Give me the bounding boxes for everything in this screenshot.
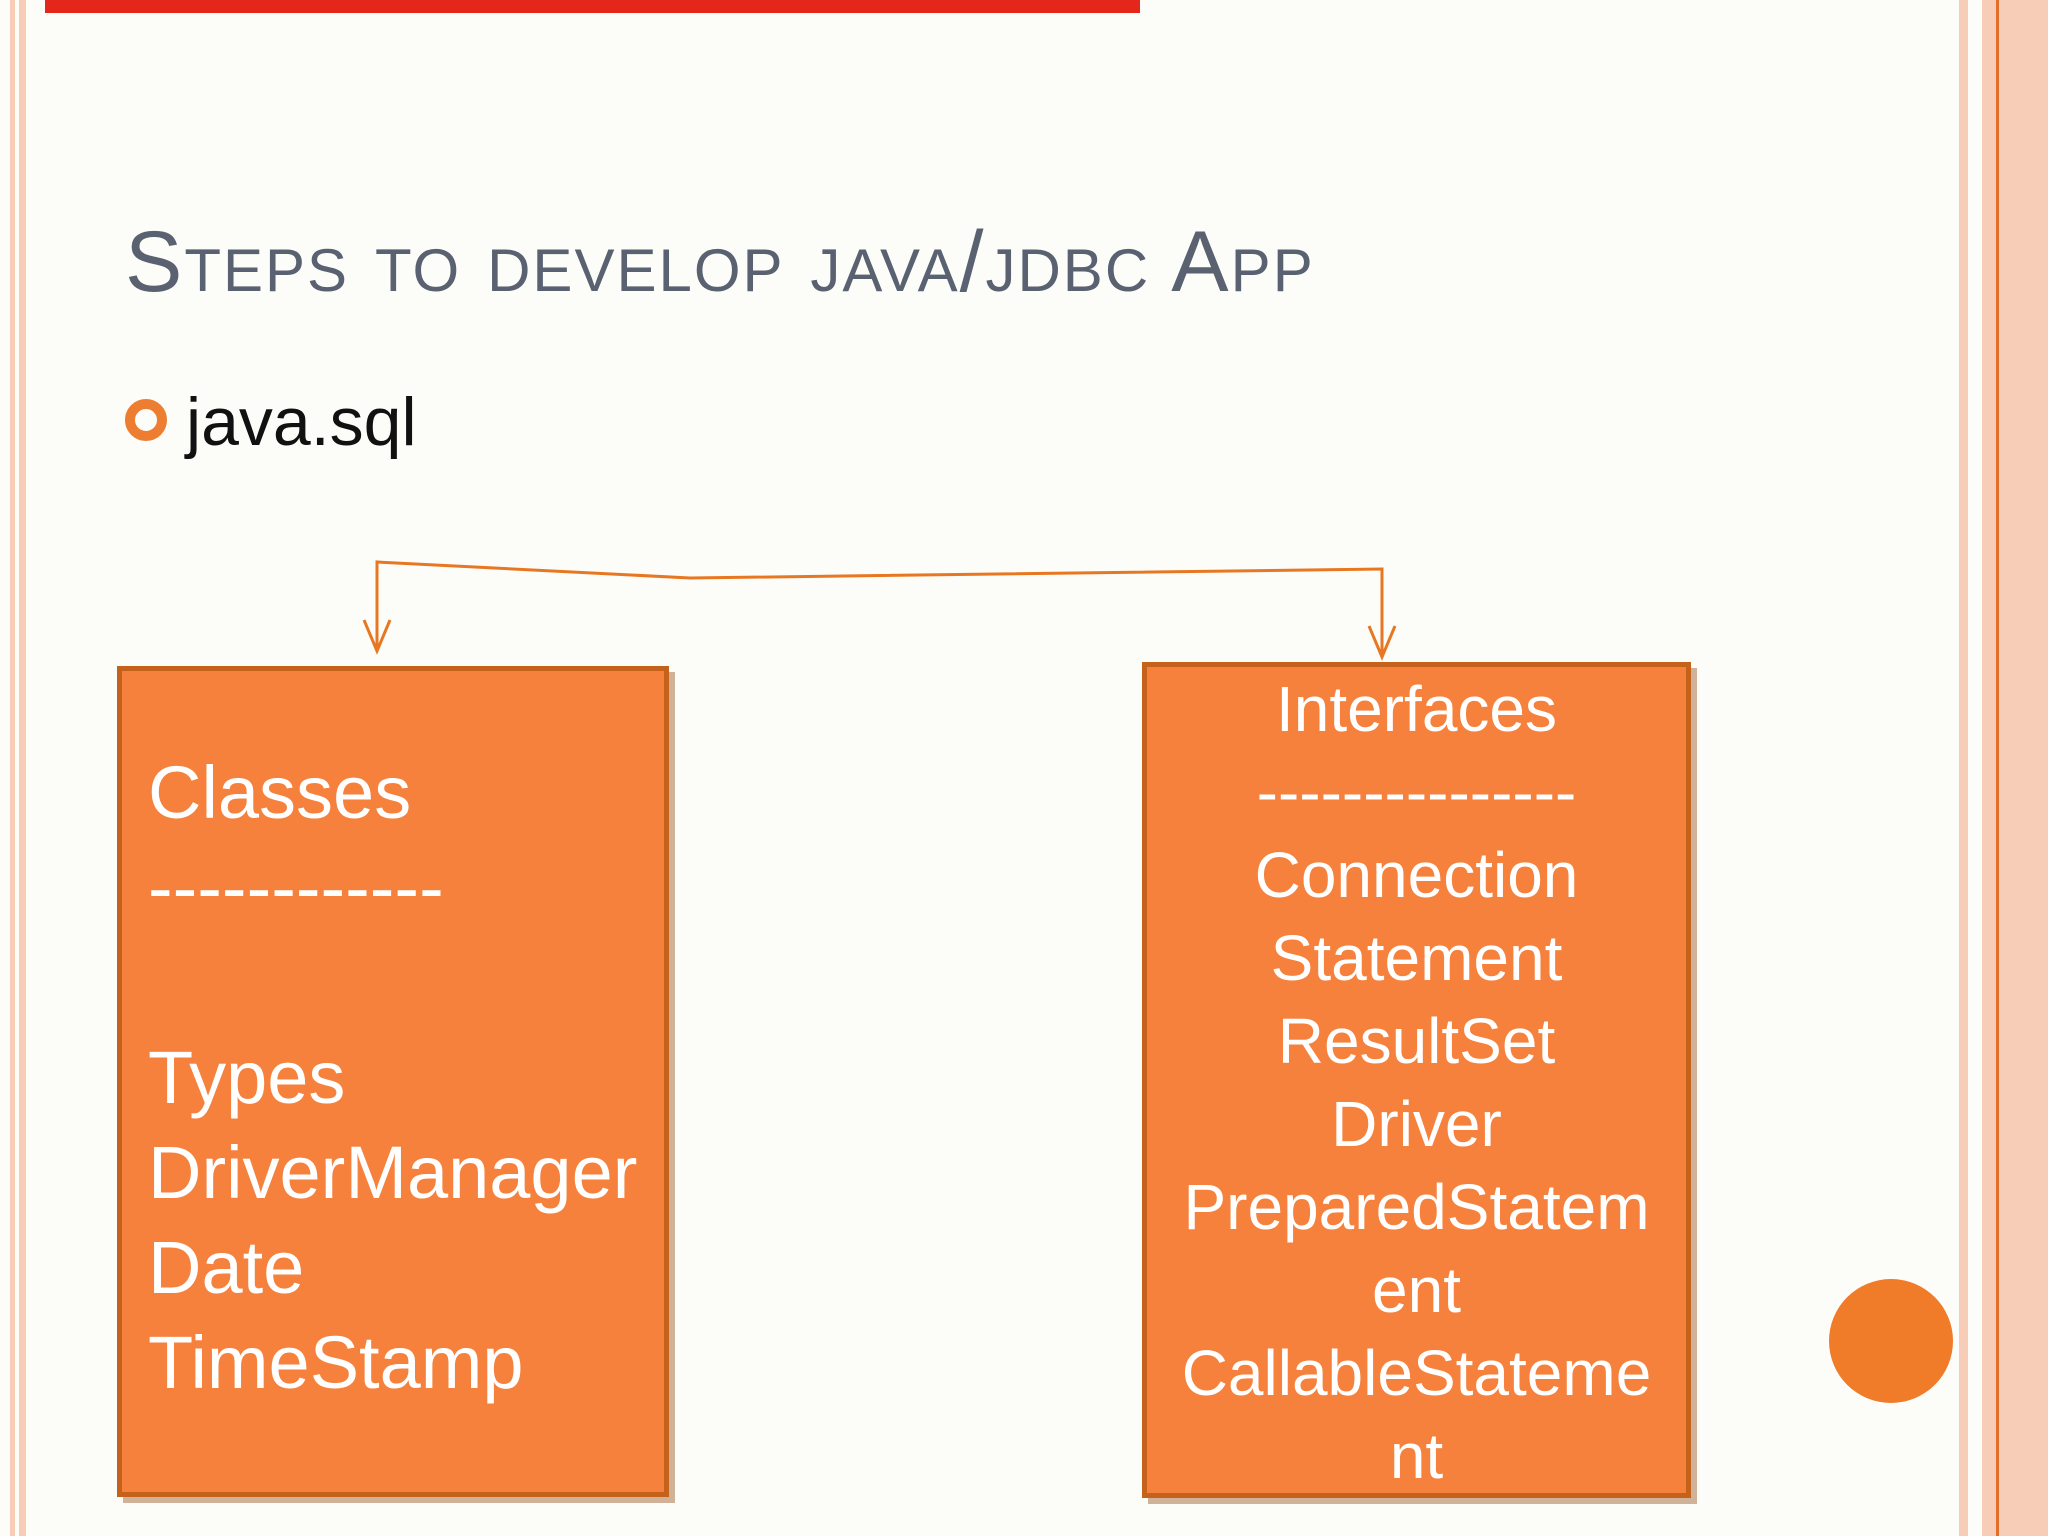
box-line: --------------- xyxy=(1256,756,1577,828)
bullet-circle-icon xyxy=(125,399,167,441)
box-line: Driver xyxy=(1331,1088,1502,1160)
top-red-bar xyxy=(45,0,1140,13)
accent-circle xyxy=(1829,1279,1953,1403)
box-line: Date xyxy=(148,1226,305,1309)
box-line: ResultSet xyxy=(1277,1005,1556,1077)
box-line: ------------ xyxy=(148,846,444,929)
box-line: Statement xyxy=(1270,922,1563,994)
box-line: Classes xyxy=(148,751,412,834)
bullet-text: java.sql xyxy=(186,384,417,460)
right-border-band xyxy=(1999,0,2048,1536)
box-line: CallableStateme xyxy=(1181,1337,1652,1409)
left-border-stripe-outer xyxy=(10,0,15,1536)
box-line: Connection xyxy=(1254,839,1579,911)
slide-title: Steps to develop java/jdbc App xyxy=(125,214,1315,310)
box-line xyxy=(148,935,664,1030)
box-line: ent xyxy=(1372,1254,1461,1326)
box-line: DriverManager xyxy=(148,1131,638,1214)
box-line: TimeStamp xyxy=(148,1321,524,1404)
right-border-accent-line xyxy=(1996,0,1999,1536)
box-line: Types xyxy=(148,1036,346,1119)
box-line: nt xyxy=(1389,1420,1444,1492)
box-line: PreparedStatem xyxy=(1183,1171,1650,1243)
right-border-stripe-mid xyxy=(1982,0,1996,1536)
box-line: Interfaces xyxy=(1275,673,1558,745)
right-border-stripe-inner xyxy=(1959,0,1968,1536)
left-border-stripe-inner xyxy=(19,0,26,1536)
